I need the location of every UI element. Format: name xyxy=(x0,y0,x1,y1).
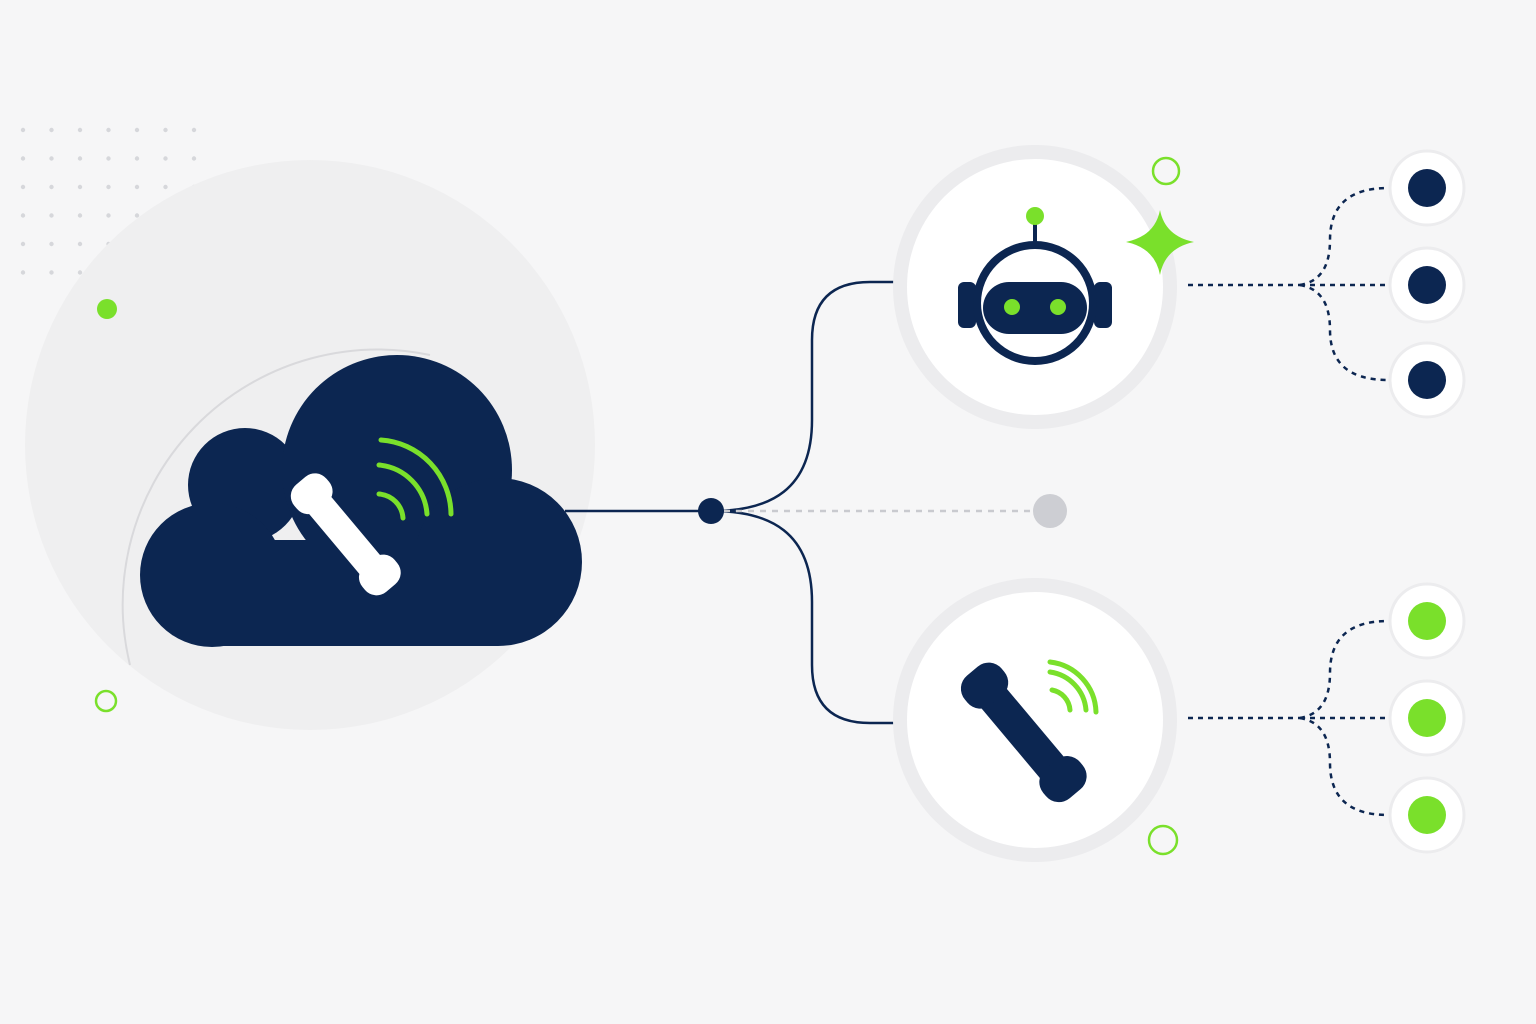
agent-fanout-branch-bottom xyxy=(1299,716,1389,817)
navy-endpoint-dot xyxy=(1408,361,1446,399)
junction-to-agent-connector xyxy=(711,509,895,725)
grid-dot xyxy=(134,156,140,161)
green-endpoint-dot xyxy=(1408,796,1446,834)
grid-dot xyxy=(106,213,111,218)
green-endpoint-dot xyxy=(1408,602,1446,640)
grid-dot xyxy=(49,270,54,275)
green-ring-decoration xyxy=(1147,824,1179,856)
grid-dot xyxy=(191,127,197,133)
grid-dot xyxy=(106,184,111,190)
grid-dot xyxy=(49,213,54,218)
grid-dot xyxy=(49,184,54,190)
grid-dot xyxy=(134,184,140,190)
grid-dot xyxy=(49,127,54,133)
bot-output-endpoints xyxy=(1388,149,1466,419)
grid-dot xyxy=(163,127,168,133)
grid-dot xyxy=(77,270,83,275)
grid-dot xyxy=(20,184,26,190)
grid-dot xyxy=(163,156,168,161)
dot-grid-decoration xyxy=(20,127,197,275)
junction-to-bot-connector xyxy=(711,280,895,513)
cloud-phone-icon xyxy=(140,355,582,647)
grid-dot xyxy=(49,241,54,247)
green-ring-decoration xyxy=(1151,156,1181,186)
bot-fanout-branch-bottom xyxy=(1299,283,1389,382)
navy-endpoint-dot xyxy=(1408,169,1446,207)
phone-icon xyxy=(960,662,1087,803)
grid-dot xyxy=(77,156,83,161)
connectors xyxy=(565,186,1389,817)
grid-dot xyxy=(163,184,168,190)
navy-endpoint-dot xyxy=(1408,266,1446,304)
grid-dot xyxy=(77,213,83,218)
grid-dot xyxy=(134,127,140,133)
grid-dot xyxy=(77,241,83,247)
grid-dot xyxy=(20,270,26,275)
thin-arc-decoration xyxy=(121,348,431,666)
agent-node xyxy=(893,578,1177,862)
grid-dot xyxy=(20,156,26,161)
bot-node xyxy=(893,145,1194,429)
bot-fanout-branch-top xyxy=(1299,186,1389,287)
grid-dot xyxy=(20,127,26,133)
grid-dot xyxy=(106,127,111,133)
signal-waves-icon xyxy=(1047,659,1099,715)
grid-dot xyxy=(20,241,26,247)
grid-dot xyxy=(77,127,83,133)
grid-dot xyxy=(20,213,26,218)
green-ring-decoration xyxy=(94,689,118,713)
grid-dot xyxy=(49,156,54,161)
green-endpoint-dot xyxy=(1408,699,1446,737)
grid-dot xyxy=(77,184,83,190)
signal-waves-icon xyxy=(376,437,454,521)
robot-icon xyxy=(958,207,1112,365)
agent-fanout-branch-top xyxy=(1299,619,1389,720)
junction-dot xyxy=(698,498,724,524)
inactive-dot xyxy=(1033,494,1067,528)
grid-dot xyxy=(106,156,111,161)
sparkle-icon xyxy=(1126,210,1194,275)
grid-dot xyxy=(191,156,197,161)
green-dot-decoration xyxy=(97,299,117,319)
grid-dot xyxy=(134,213,140,218)
phone-handset-icon xyxy=(290,473,401,596)
agent-output-endpoints xyxy=(1388,582,1466,854)
